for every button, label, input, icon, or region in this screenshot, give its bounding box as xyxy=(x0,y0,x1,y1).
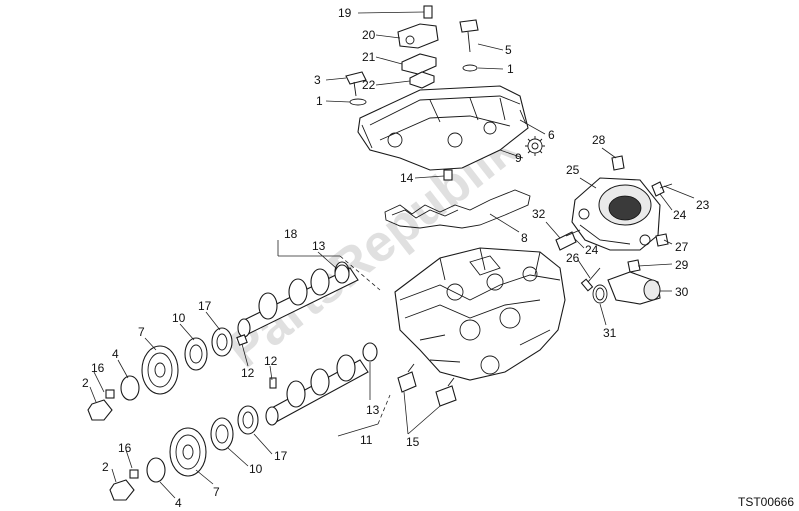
callout-31: 31 xyxy=(603,326,617,340)
bolt-29 xyxy=(627,259,641,273)
bearing-17-lower xyxy=(237,405,259,435)
callout-26: 26 xyxy=(566,251,580,265)
hub-10-upper xyxy=(184,337,208,371)
hub-10-lower xyxy=(210,417,234,451)
callout-13-lower: 13 xyxy=(366,403,380,417)
sprocket-7-lower xyxy=(169,427,207,477)
callout-16-upper: 16 xyxy=(91,361,105,375)
callout-10-upper: 10 xyxy=(172,311,186,325)
callout-11: 11 xyxy=(360,433,373,447)
stud-26 xyxy=(580,267,601,292)
coolant-outlet-30 xyxy=(607,271,661,305)
pin-12-upper xyxy=(236,334,248,346)
plug-13-lower xyxy=(362,342,378,362)
callout-2-upper: 2 xyxy=(82,376,89,390)
callout-18: 18 xyxy=(284,227,298,241)
callout-12-left: 12 xyxy=(241,366,255,380)
callout-13-upper: 13 xyxy=(312,239,326,253)
callout-19: 19 xyxy=(338,6,352,20)
nut-2-upper xyxy=(87,399,113,421)
bolt-16-upper xyxy=(105,389,115,399)
cover-bolt-left xyxy=(345,71,367,106)
sprocket-7-upper xyxy=(141,345,179,395)
washer-4-upper xyxy=(120,375,140,401)
callout-3: 3 xyxy=(314,73,321,87)
gear-icon xyxy=(525,136,545,156)
callout-2-lower: 2 xyxy=(102,460,109,474)
callout-17-lower: 17 xyxy=(274,449,288,463)
callout-9: 9 xyxy=(515,151,522,165)
breather-fittings xyxy=(397,5,439,89)
callout-1-right: 1 xyxy=(507,62,514,76)
callout-27: 27 xyxy=(675,240,689,254)
nut-2-lower xyxy=(109,479,135,501)
callout-17-upper: 17 xyxy=(198,299,212,313)
camshaft-upper xyxy=(237,261,359,338)
callout-24-mid: 24 xyxy=(585,243,599,257)
valve-cover-gasket xyxy=(384,189,531,229)
pin-14 xyxy=(443,169,453,181)
callout-8: 8 xyxy=(521,231,528,245)
cylinder-head xyxy=(394,247,566,381)
cover-bolt-right xyxy=(459,19,479,72)
temp-sensor-28 xyxy=(611,155,625,171)
nut-27 xyxy=(655,233,669,247)
callout-4-upper: 4 xyxy=(112,347,119,361)
leader-lines xyxy=(89,11,695,499)
callout-24-right: 24 xyxy=(673,208,687,222)
drawing-code: TST00666 xyxy=(738,495,794,509)
valve-cover xyxy=(357,85,529,171)
plug-13-upper xyxy=(334,264,350,284)
callout-32: 32 xyxy=(532,207,546,221)
callout-29: 29 xyxy=(675,258,689,272)
o-ring-31 xyxy=(592,284,608,304)
bearing-17-upper xyxy=(211,327,233,357)
bolt-15-b xyxy=(435,377,457,407)
callout-14: 14 xyxy=(400,171,414,185)
callout-15: 15 xyxy=(406,435,420,449)
callout-4-lower: 4 xyxy=(175,496,182,510)
callout-28: 28 xyxy=(592,133,606,147)
callout-20: 20 xyxy=(362,28,376,42)
washer-4-lower xyxy=(146,457,166,483)
callout-21: 21 xyxy=(362,50,376,64)
callout-23: 23 xyxy=(696,198,710,212)
callout-12-right: 12 xyxy=(264,354,278,368)
callout-labels: 19 20 21 22 3 1 5 1 6 9 28 25 23 24 14 8… xyxy=(82,6,710,510)
pin-12-lower xyxy=(269,377,277,389)
thermostat-housing xyxy=(571,177,661,251)
callout-7-lower: 7 xyxy=(213,485,220,499)
callout-10-lower: 10 xyxy=(249,462,263,476)
bolt-23 xyxy=(651,181,673,197)
callout-22: 22 xyxy=(362,78,376,92)
bolt-16-lower xyxy=(129,469,139,479)
callout-30: 30 xyxy=(675,285,689,299)
callout-1-left: 1 xyxy=(316,94,323,108)
fitting-32 xyxy=(555,229,581,251)
callout-16-lower: 16 xyxy=(118,441,132,455)
callout-6: 6 xyxy=(548,128,555,142)
callout-5: 5 xyxy=(505,43,512,57)
callout-7-upper: 7 xyxy=(138,325,145,339)
bolt-15-a xyxy=(397,363,417,393)
callout-25: 25 xyxy=(566,163,580,177)
camshaft-lower xyxy=(265,354,369,426)
